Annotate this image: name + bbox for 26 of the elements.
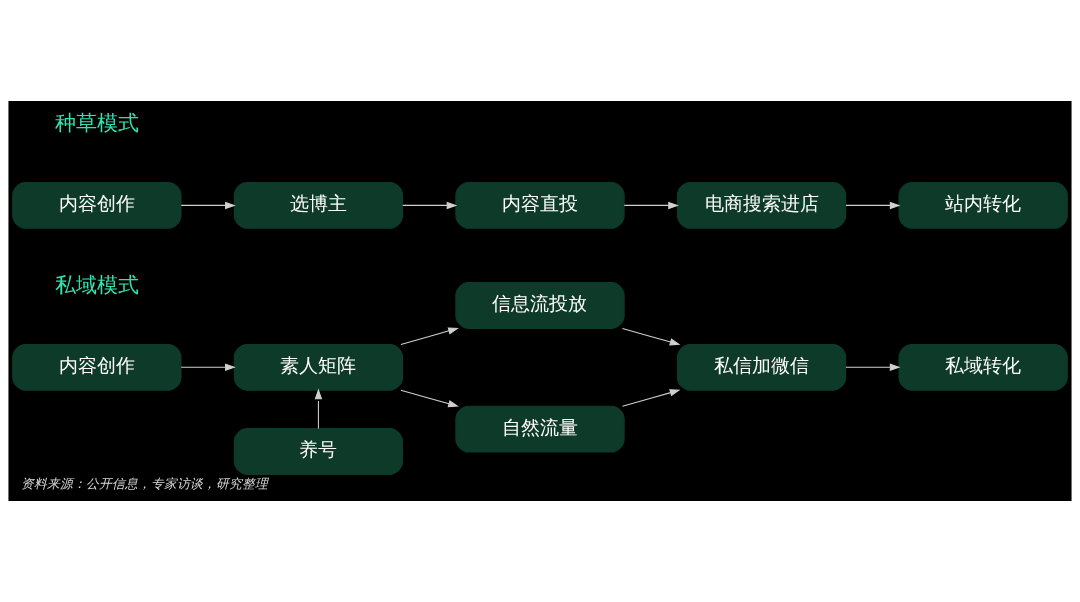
arrow <box>845 363 901 372</box>
arrow <box>180 363 236 372</box>
arrow <box>402 201 458 210</box>
node-box: 私信加微信 <box>676 343 847 391</box>
node-box: 信息流投放 <box>455 282 625 329</box>
arrow <box>400 327 459 345</box>
arrow <box>621 389 681 407</box>
arrow <box>845 201 901 210</box>
arrow <box>180 201 236 210</box>
arrow <box>621 327 681 346</box>
node-box: 自然流量 <box>455 405 625 453</box>
node-box: 电商搜索进店 <box>676 181 847 229</box>
node-box: 养号 <box>233 428 404 475</box>
node-box: 私域转化 <box>898 343 1068 391</box>
arrow <box>400 389 459 408</box>
node-box: 素人矩阵 <box>233 343 404 391</box>
arrow <box>623 201 679 210</box>
node-box: 内容创作 <box>12 181 182 229</box>
node-box: 内容创作 <box>12 343 182 391</box>
label: 种草模式 <box>54 109 139 135</box>
label: 私域模式 <box>54 271 139 297</box>
node-box: 站内转化 <box>898 181 1068 229</box>
node-box: 选博主 <box>233 181 404 229</box>
arrow <box>314 388 323 430</box>
node-box: 内容直投 <box>455 181 625 229</box>
caption: 资料来源：公开信息，专家访谈，研究整理 <box>21 475 269 491</box>
